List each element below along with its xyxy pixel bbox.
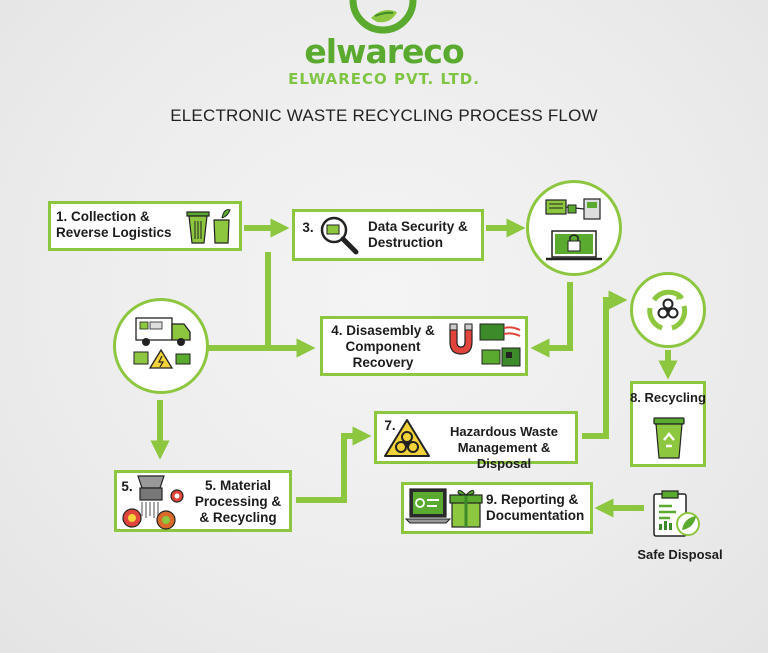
step-security-number: 3. xyxy=(302,220,314,235)
magnet-icon xyxy=(449,323,521,367)
brand-name: elwareco xyxy=(304,32,464,71)
arrow-material-to-hazardous xyxy=(296,426,372,503)
step-recycling-label: 8. Recycling xyxy=(630,390,706,405)
page-title: ELECTRONIC WASTE RECYCLING PROCESS FLOW xyxy=(170,106,598,125)
biohazard-recycle-icon xyxy=(647,289,688,331)
recycle-bin-icon xyxy=(653,417,685,459)
step-disassembly-label: 4. Disasembly & Component Recovery xyxy=(331,323,435,370)
brand-company: ELWARECO PVT. LTD. xyxy=(288,70,480,88)
elwareco-logo-icon xyxy=(349,0,417,34)
step-reporting-label: 9. Reporting & Documentation xyxy=(486,492,585,523)
magnifier-icon xyxy=(320,216,359,255)
trash-bin-icon xyxy=(186,209,231,244)
step-collection-box xyxy=(48,201,242,251)
step-hazardous-number: 7. xyxy=(384,418,396,433)
shredder-icon xyxy=(122,475,184,530)
step-material-label: 5. Material Processing & & Recycling xyxy=(194,478,282,525)
server-icon xyxy=(545,198,602,261)
arrow-hazardous-to-biohazard xyxy=(582,290,628,439)
arrow-devices-to-disassembly xyxy=(530,282,573,358)
step-collection-label: 1. Collection & Reverse Logistics xyxy=(56,209,172,240)
step-security-label: Data Security & Destruction xyxy=(368,219,468,250)
laptop-icon xyxy=(404,488,483,528)
step-hazardous-label: Hazardous Waste Management & Disposal xyxy=(450,424,558,471)
safe-disposal-label: Safe Disposal xyxy=(637,547,723,562)
logistics-circle xyxy=(113,298,209,394)
biohazard-sign-icon xyxy=(384,419,430,457)
truck-icon xyxy=(133,317,191,369)
step-material-number: 5. xyxy=(121,479,133,494)
clipboard-leaf-icon xyxy=(653,490,700,537)
